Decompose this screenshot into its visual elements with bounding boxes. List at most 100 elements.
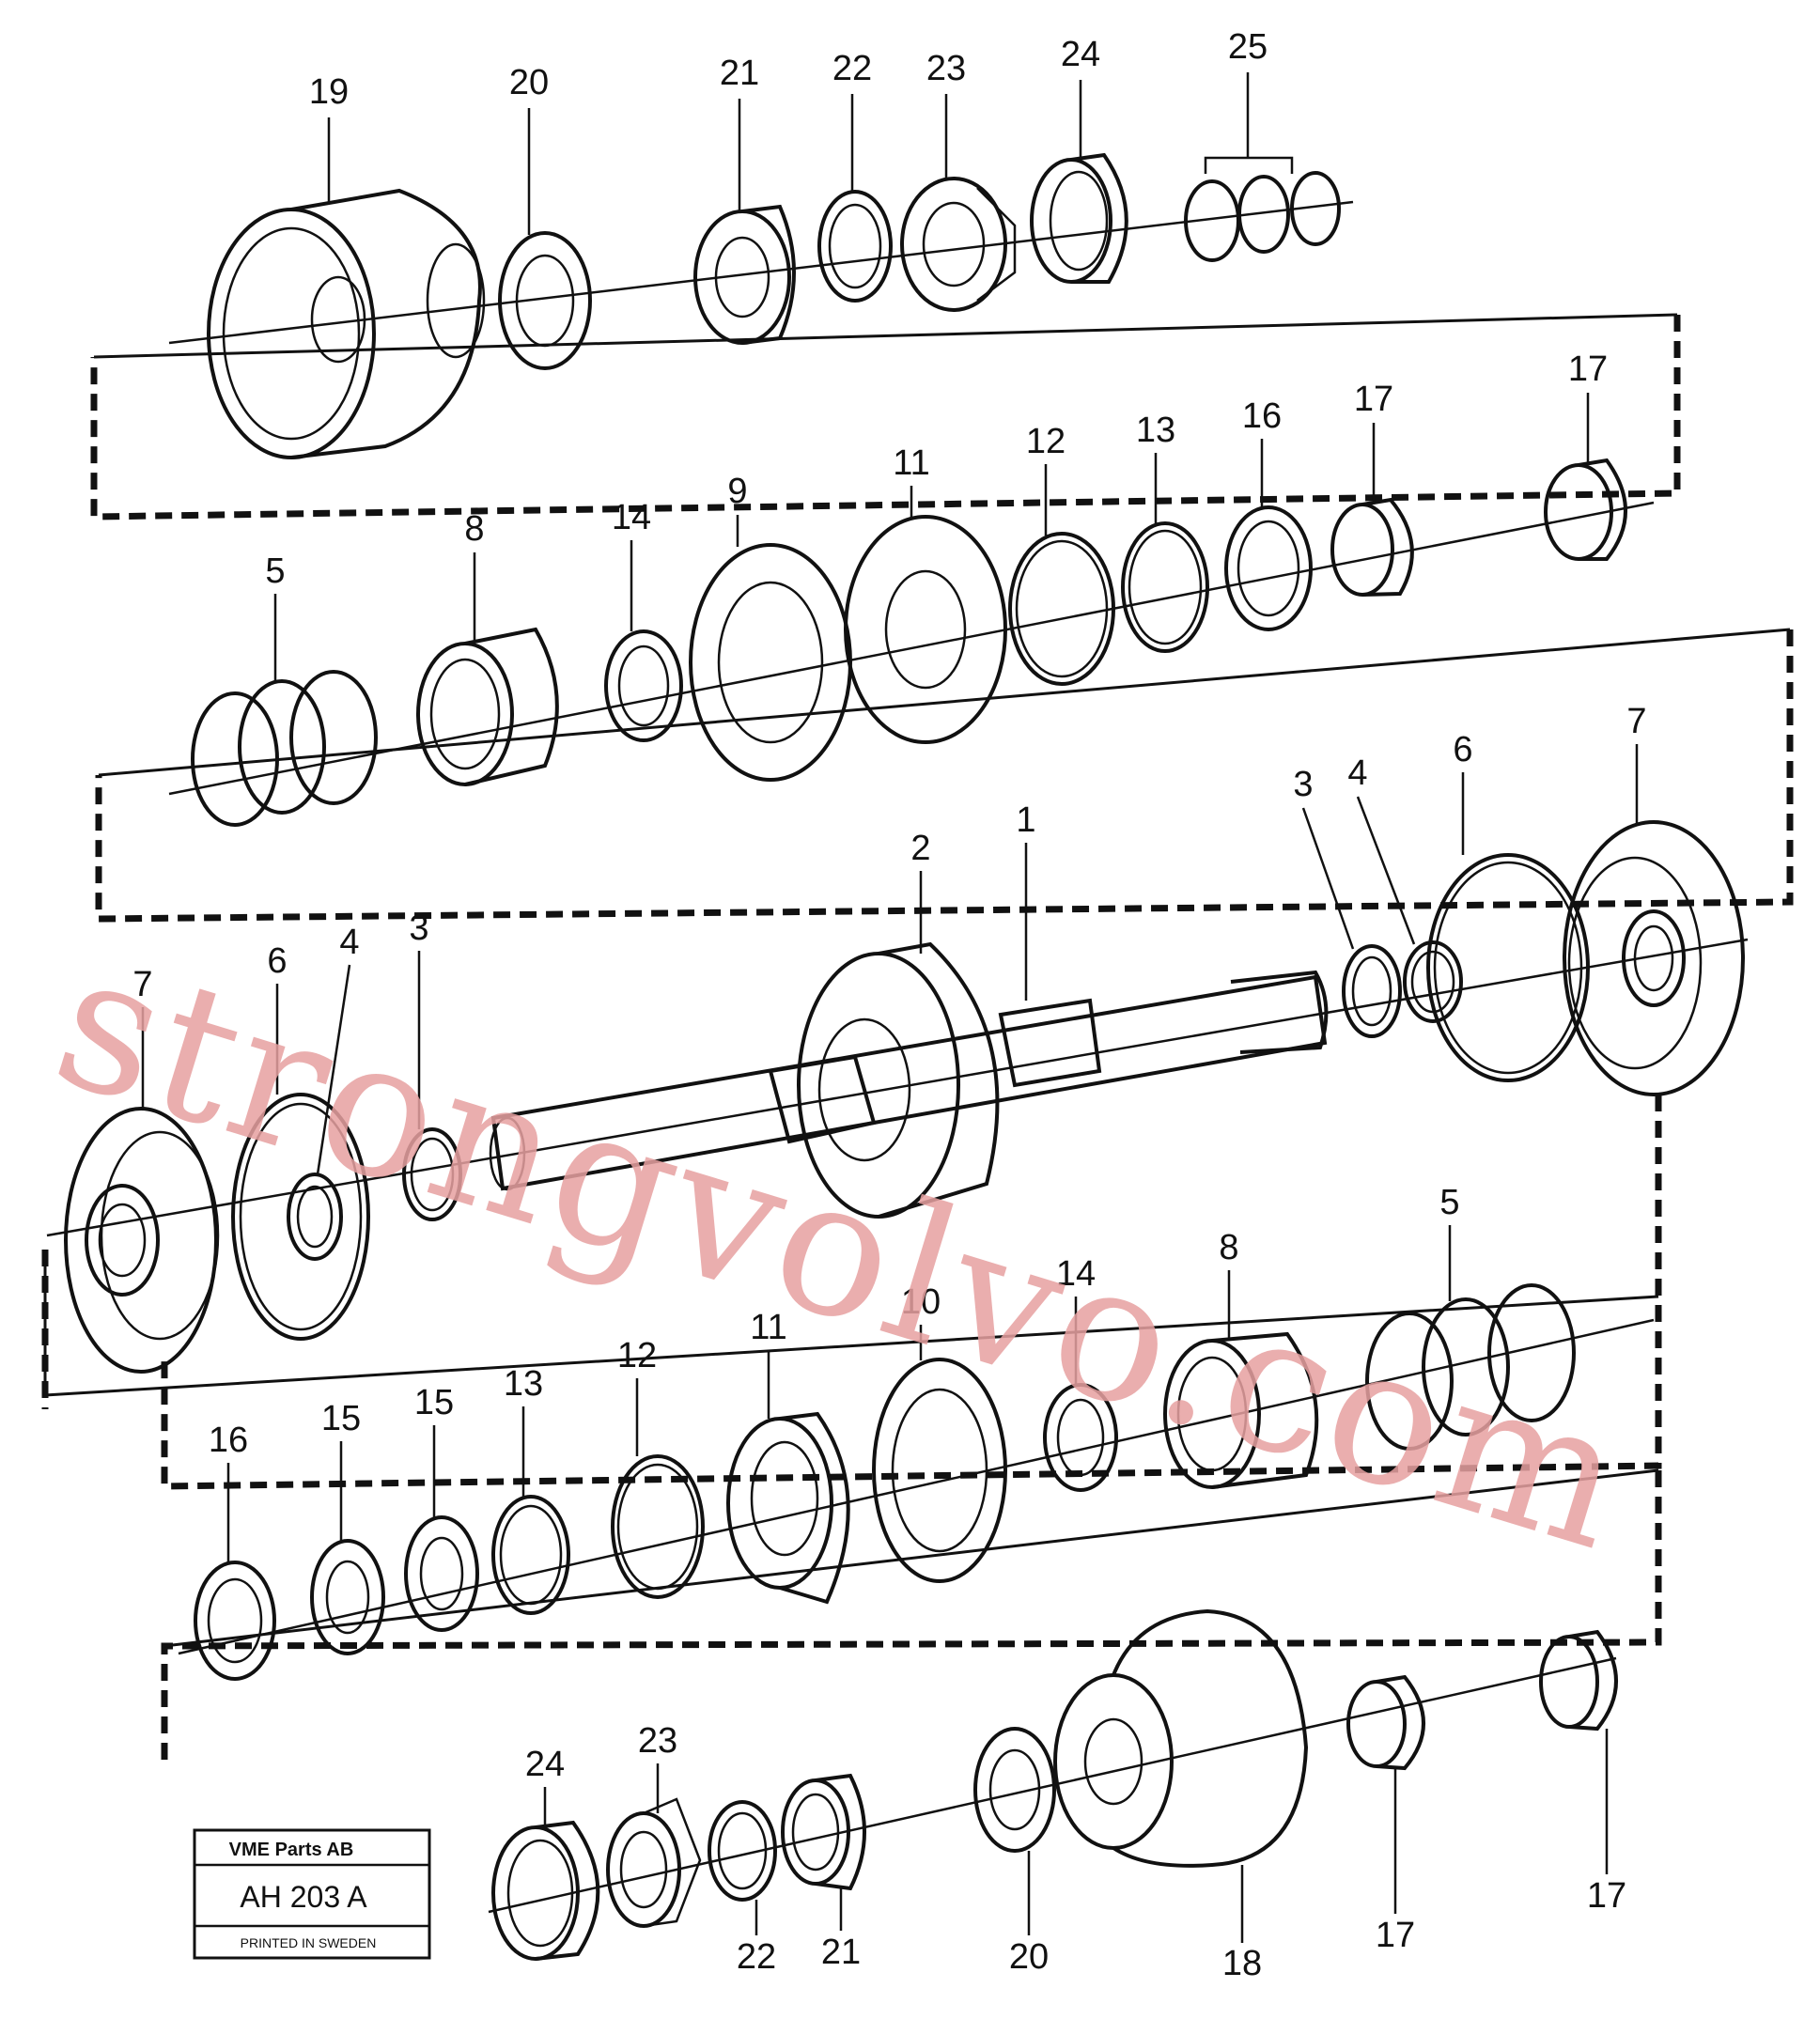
callout-1: 1 [1016,800,1035,840]
callout-17d: 17 [1587,1876,1626,1916]
callout-4-right: 4 [1347,753,1367,793]
callout-15b: 15 [414,1383,454,1422]
callout-19: 19 [309,72,349,112]
callout-11: 11 [893,443,929,483]
row-1-callouts: 19 20 21 22 23 24 25 [309,27,1268,235]
part-8-hub-b [1163,1331,1319,1489]
part-7-piston-left [64,1107,220,1374]
part-13-ring [1121,521,1209,653]
callout-14: 14 [612,498,651,537]
part-21-bearing-race [693,204,796,345]
document-stamp: VME Parts AB AH 203 A PRINTED IN SWEDEN [193,1828,431,1960]
callout-23b: 23 [638,1721,677,1761]
part-4-ring-left [287,1173,343,1261]
part-5-springs [191,670,378,827]
stamp-code: AH 203 A [240,1880,367,1914]
row-4-connector [161,1470,1662,1766]
callout-22b: 22 [737,1937,776,1977]
part-2-gear [797,941,1000,1219]
part-18-drum [1053,1608,1309,1868]
callout-20: 20 [509,63,549,102]
part-11-plate [844,515,1007,744]
row-4-axis [178,1318,1655,1655]
part-10-disc [872,1358,1007,1583]
callout-5b: 5 [1439,1183,1459,1222]
part-25-shims [1184,156,1341,262]
callout-2: 2 [910,829,930,868]
part-13-ring-b [491,1495,570,1615]
callout-23: 23 [926,49,966,88]
part-5-springs-b [1365,1283,1576,1451]
callout-6-right: 6 [1453,730,1472,769]
callout-7-left: 7 [132,965,152,1004]
part-6-seal-left [231,1093,370,1341]
row-1-axis [168,200,1354,345]
part-22-ring-b [708,1800,777,1902]
part-21-bearing-race-b [781,1773,866,1891]
callout-9: 9 [727,472,747,511]
callout-17c: 17 [1376,1916,1415,1955]
callout-4-left: 4 [339,923,359,962]
row-5: 24 23 22 21 20 18 17 17 [488,1608,1626,1983]
callout-15a: 15 [321,1399,361,1438]
part-23-taper-bearing-b [606,1797,702,1928]
callout-21: 21 [720,54,759,93]
callout-17b: 17 [1568,349,1608,389]
callout-16b: 16 [209,1421,248,1460]
callout-8: 8 [464,509,484,549]
part-12-ring-b [611,1454,705,1599]
callout-5: 5 [265,551,285,591]
part-17-sleeve-d [1539,1629,1618,1732]
stamp-printed: PRINTED IN SWEDEN [241,1935,377,1950]
callout-25: 25 [1228,27,1268,67]
part-20-washer [498,231,592,370]
row-5-callouts: 24 23 22 21 20 18 17 17 [525,1721,1626,1983]
callout-21b: 21 [821,1933,861,1972]
callout-3-right: 3 [1293,765,1313,804]
row-3-axis [46,938,1749,1237]
callout-22: 22 [832,49,872,88]
callout-18: 18 [1222,1944,1262,1983]
part-16-needle-bearing-b [194,1561,276,1681]
row-1-connector [90,315,1681,520]
part-17-sleeve-c [1346,1674,1425,1771]
callout-7-right: 7 [1626,702,1646,741]
callout-17a: 17 [1354,380,1393,419]
row-1: 19 20 21 22 23 24 25 [90,27,1681,520]
part-24-cup-b [491,1820,600,1961]
row-2: 5 8 14 9 11 12 13 16 17 17 [95,349,1794,923]
callout-12: 12 [1026,422,1066,461]
row-2-connector [95,629,1794,923]
part-17-sleeve-a [1330,497,1414,597]
callout-13b: 13 [504,1364,543,1404]
row-4-callouts: 16 15 15 13 12 11 10 14 8 5 [209,1183,1460,1564]
row-3-callouts: 7 6 4 3 2 1 3 4 6 7 [132,702,1647,1175]
part-8-hub [416,627,559,786]
part-15-washer-a [310,1539,385,1655]
callout-6-left: 6 [267,941,287,981]
part-3-ring-right [1342,944,1402,1038]
callout-24b: 24 [525,1745,565,1784]
callout-16: 16 [1242,396,1282,436]
callout-20b: 20 [1009,1937,1049,1977]
part-12-ring [1008,532,1115,686]
part-14-snap-ring [604,629,683,742]
part-9-disc [689,543,852,782]
part-19-drum [207,188,486,459]
callout-11b: 11 [750,1308,786,1347]
row-3: 7 6 4 3 2 1 3 4 6 7 [41,702,1749,1490]
part-6-seal-right [1426,853,1590,1082]
row-2-axis [168,501,1655,796]
part-7-piston-right [1563,820,1745,1096]
watermark: strongvolvo.com [34,909,1651,1593]
stamp-company: VME Parts AB [229,1840,354,1860]
part-3-ring-left [402,1127,462,1221]
row-3-connector [161,1095,1662,1490]
part-22-ring [817,190,893,303]
callout-24: 24 [1061,35,1100,74]
part-20-washer-b [973,1727,1056,1853]
part-24-cup [1030,152,1128,284]
part-15-washer-b [404,1515,479,1632]
callout-8b: 8 [1219,1228,1238,1267]
